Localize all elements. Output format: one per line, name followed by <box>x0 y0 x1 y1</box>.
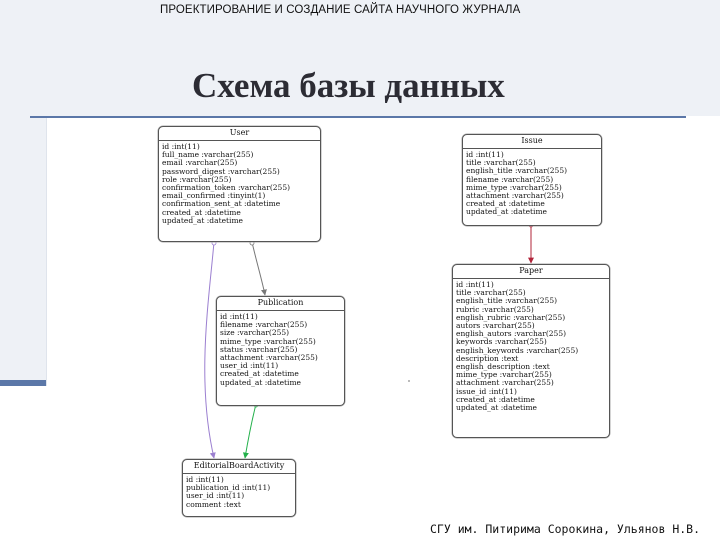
field-issue-0: id :int(11) <box>466 150 504 159</box>
field-editorial-1: publication_id :int(11) <box>186 483 271 493</box>
field-paper-14: created_at :datetime <box>456 394 535 404</box>
stray-dot <box>408 380 410 382</box>
field-user-3: password_digest :varchar(255) <box>162 166 280 176</box>
field-issue-6: created_at :datetime <box>466 199 545 209</box>
entity-editorial-title: EditorialBoardActivity <box>183 460 295 474</box>
field-paper-4: english_rubric :varchar(255) <box>456 312 566 322</box>
link-publication-editorial <box>242 403 257 459</box>
er-diagram: User id :int(11) full_name :varchar(255)… <box>134 120 610 519</box>
field-publication-8: updated_at :datetime <box>220 377 301 387</box>
entity-issue-title: Issue <box>463 135 601 149</box>
field-paper-11: mime_type :varchar(255) <box>456 370 552 380</box>
field-publication-0: id :int(11) <box>220 312 258 321</box>
field-user-6: email_confirmed :tinyint(1) <box>162 191 266 201</box>
field-user-5: confirmation_token :varchar(255) <box>162 183 291 193</box>
entity-paper-fields: id :int(11) title :varchar(255) english_… <box>453 279 609 414</box>
field-issue-2: english_title :varchar(255) <box>466 166 568 176</box>
title-underline <box>30 116 686 118</box>
field-editorial-2: user_id :int(11) <box>186 491 245 501</box>
field-paper-10: english_description :text <box>456 362 550 372</box>
field-issue-5: attachment :varchar(255) <box>466 191 564 201</box>
field-publication-1: filename :varchar(255) <box>220 320 308 330</box>
course-title: ПРОЕКТИРОВАНИЕ И СОЗДАНИЕ САЙТА НАУЧНОГО… <box>160 4 521 16</box>
field-paper-3: rubric :varchar(255) <box>456 304 534 314</box>
field-user-4: role :varchar(255) <box>162 174 232 184</box>
field-paper-0: id :int(11) <box>456 280 494 289</box>
slide-title: Схема базы данных <box>192 66 505 105</box>
entity-publication: Publication id :int(11) filename :varcha… <box>216 296 345 406</box>
field-user-1: full_name :varchar(255) <box>162 150 254 160</box>
field-paper-6: english_autors :varchar(255) <box>456 329 567 339</box>
field-paper-7: keywords :varchar(255) <box>456 337 547 347</box>
field-issue-7: updated_at :datetime <box>466 207 547 217</box>
field-paper-5: autors :varchar(255) <box>456 321 535 331</box>
field-issue-1: title :varchar(255) <box>466 158 536 168</box>
link-user-editorial <box>204 241 216 459</box>
field-editorial-0: id :int(11) <box>186 475 224 484</box>
field-publication-7: created_at :datetime <box>220 369 299 379</box>
field-user-7: confirmation_sent_at :datetime <box>162 199 281 209</box>
entity-paper-title: Paper <box>453 265 609 279</box>
field-user-0: id :int(11) <box>162 142 200 151</box>
entity-issue-fields: id :int(11) title :varchar(255) english_… <box>463 149 601 219</box>
field-paper-15: updated_at :datetime <box>456 403 537 413</box>
field-paper-2: english_title :varchar(255) <box>456 296 558 306</box>
field-publication-6: user_id :int(11) <box>220 361 279 371</box>
field-issue-4: mime_type :varchar(255) <box>466 182 562 192</box>
field-user-2: email :varchar(255) <box>162 158 238 168</box>
field-paper-8: english_keywords :varchar(255) <box>456 345 579 355</box>
entity-editorial-board-activity: EditorialBoardActivity id :int(11) publi… <box>182 459 296 517</box>
field-paper-1: title :varchar(255) <box>456 288 526 298</box>
field-issue-3: filename :varchar(255) <box>466 174 554 184</box>
entity-paper: Paper id :int(11) title :varchar(255) en… <box>452 264 610 438</box>
entity-user-title: User <box>159 127 320 141</box>
link-user-publication <box>251 241 267 296</box>
field-publication-2: size :varchar(255) <box>220 328 290 338</box>
field-paper-9: description :text <box>456 353 519 363</box>
entity-user-fields: id :int(11) full_name :varchar(255) emai… <box>159 141 320 227</box>
entity-user: User id :int(11) full_name :varchar(255)… <box>158 126 321 242</box>
entity-issue: Issue id :int(11) title :varchar(255) en… <box>462 134 602 226</box>
field-user-9: updated_at :datetime <box>162 215 243 225</box>
field-paper-13: issue_id :int(11) <box>456 386 517 396</box>
field-publication-3: mime_type :varchar(255) <box>220 336 316 346</box>
field-publication-4: status :varchar(255) <box>220 344 298 354</box>
entity-publication-fields: id :int(11) filename :varchar(255) size … <box>217 311 344 389</box>
field-paper-12: attachment :varchar(255) <box>456 378 554 388</box>
left-band-accent <box>0 380 46 386</box>
field-editorial-3: comment :text <box>186 499 241 509</box>
footer-credits: СГУ им. Питирима Сорокина, Ульянов Н.В. <box>430 522 701 536</box>
field-publication-5: attachment :varchar(255) <box>220 353 318 363</box>
entity-editorial-fields: id :int(11) publication_id :int(11) user… <box>183 474 295 511</box>
field-user-8: created_at :datetime <box>162 207 241 217</box>
entity-publication-title: Publication <box>217 297 344 311</box>
header-band <box>46 0 720 116</box>
left-decor-band <box>0 0 47 386</box>
